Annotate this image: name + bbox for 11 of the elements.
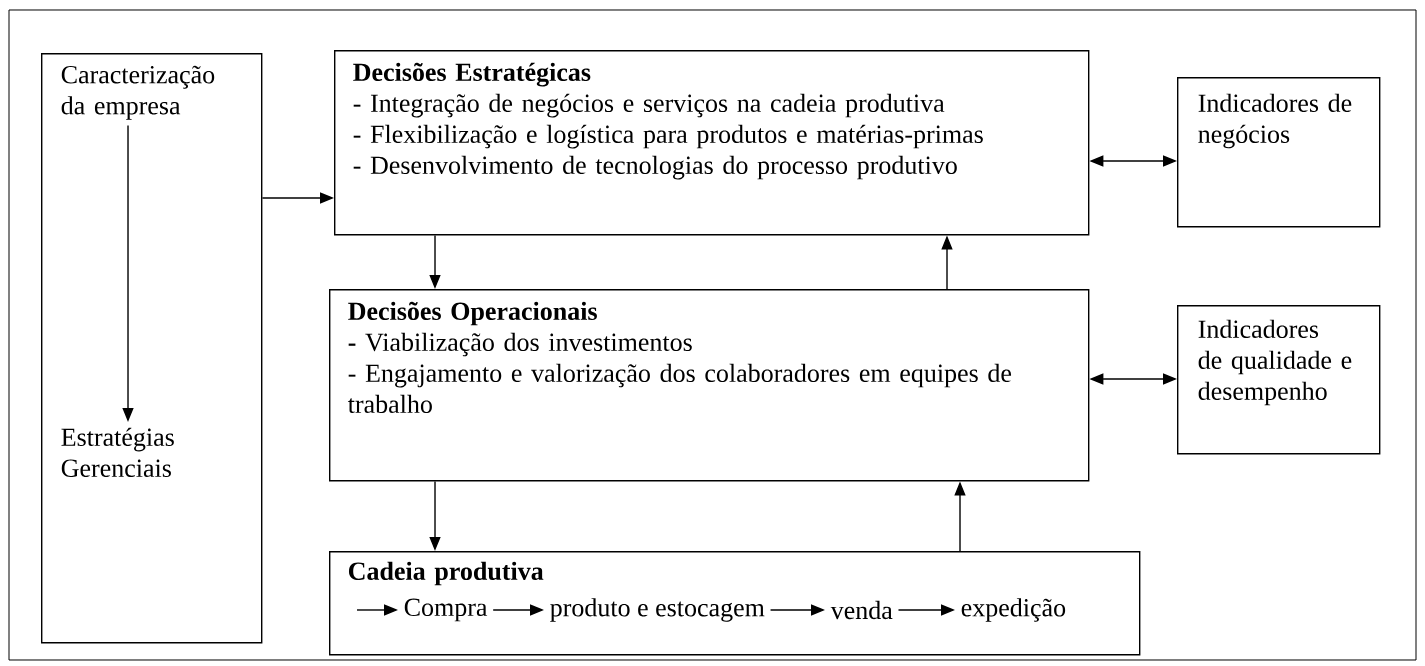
flow-step-label: produto e estocagem: [550, 598, 765, 622]
indicator-box: Indicadores de negócios: [1177, 77, 1381, 228]
indicator-box: Indicadores de qualidade e desempenho: [1177, 305, 1381, 455]
flow-step-label: expedição: [961, 598, 1066, 622]
decision-box: Decisões Estratégicas - Integração de negócios e serviços na cadeia produtiva - Flexibilização e logística para produtos e matérias-primas - Desenvolvimento de tecnologias do processo produtivo: [334, 50, 1090, 236]
stage-label: Caracterização da empresa: [61, 65, 215, 120]
decision-box: Decisões Operacionais - Viabilização dos investimentos - Engajamento e valorização dos colaboradores em equipes de trabalho: [329, 289, 1090, 482]
process-box: [41, 53, 263, 644]
flow-step-label: Compra: [404, 598, 488, 622]
flow-step-label: venda: [830, 600, 893, 620]
stage-label: Estratégias Gerenciais: [61, 427, 174, 477]
